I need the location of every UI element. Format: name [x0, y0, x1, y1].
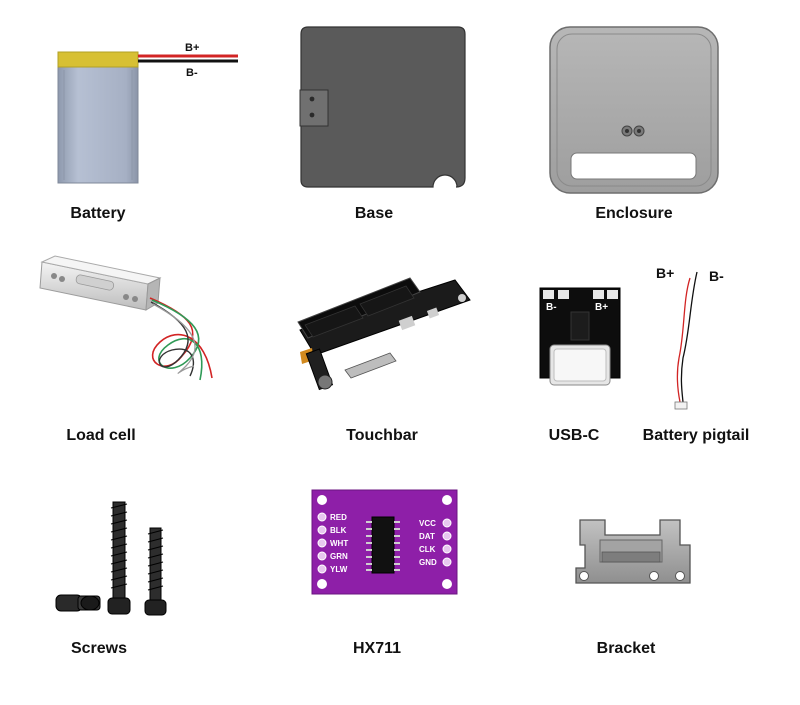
hx711-pin-grn: GRN [330, 552, 348, 561]
label-load-cell: Load cell [66, 427, 136, 444]
hx711-pin-blk: BLK [330, 526, 347, 535]
hx711-pin-red: RED [330, 513, 347, 522]
touchbar-illustration [297, 277, 471, 391]
hx711-pin-vcc: VCC [419, 519, 436, 528]
label-touchbar: Touchbar [346, 427, 418, 444]
label-battery: Battery [70, 205, 126, 222]
label-enclosure: Enclosure [595, 205, 673, 222]
pigtail-b-minus-label: B- [709, 268, 724, 284]
enclosure-illustration [549, 26, 719, 194]
hx711-pin-clk: CLK [419, 545, 436, 554]
usbc-b-minus-label: B- [546, 302, 557, 313]
load-cell-black-wire [150, 301, 195, 377]
battery-b-plus-label: B+ [185, 42, 199, 54]
hx711-illustration: RED BLK WHT GRN YLW VCC DAT CLK GND [311, 489, 458, 595]
usbc-illustration: B- B+ [539, 287, 621, 386]
hx711-pin-ylw: YLW [330, 565, 348, 574]
pigtail-black-wire [680, 271, 698, 403]
label-bracket: Bracket [596, 640, 656, 657]
load-cell-red-wire [149, 297, 213, 379]
label-hx711: HX711 [352, 640, 402, 657]
pigtail-b-plus-label: B+ [656, 265, 674, 281]
battery-b-minus-label: B- [186, 67, 198, 79]
usbc-b-plus-label: B+ [595, 302, 608, 313]
bracket-illustration [575, 519, 691, 584]
hx711-pin-gnd: GND [419, 558, 437, 567]
screws-illustration [55, 501, 167, 616]
label-screws: Screws [70, 640, 128, 657]
label-battery-pigtail: Battery pigtail [642, 427, 750, 444]
load-cell-white-wire [152, 303, 196, 374]
load-cell-illustration [39, 255, 213, 381]
hx711-pin-dat: DAT [419, 532, 435, 541]
label-base: Base [354, 205, 394, 222]
pigtail-illustration: B+ B- [656, 265, 724, 410]
pigtail-red-wire [676, 277, 691, 403]
battery-illustration: B+ B- [57, 42, 238, 184]
label-usbc: USB-C [548, 427, 600, 444]
hx711-pin-wht: WHT [330, 539, 348, 548]
base-illustration [299, 26, 466, 188]
